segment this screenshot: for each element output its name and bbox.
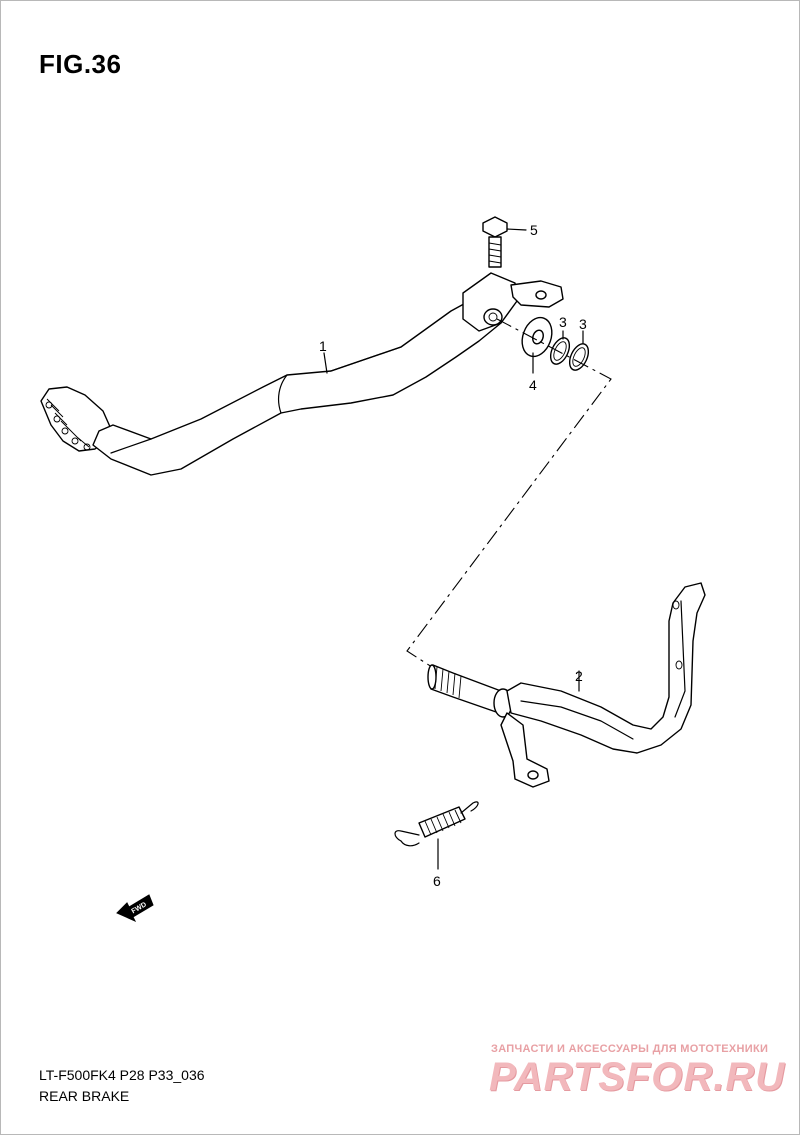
callout-6: 6 xyxy=(433,873,441,889)
watermark-tagline: ЗАПЧАСТИ И АКСЕССУАРЫ ДЛЯ МОТОТЕХНИКИ xyxy=(491,1043,769,1055)
figure-title: FIG.36 xyxy=(39,49,122,79)
callout-2: 2 xyxy=(575,668,583,684)
callout-5: 5 xyxy=(530,222,538,238)
callout-3a: 3 xyxy=(559,314,567,330)
washer-part-4[interactable] xyxy=(517,313,557,374)
footer-section-name: REAR BRAKE xyxy=(39,1088,130,1104)
callout-1: 1 xyxy=(319,338,327,354)
watermark-logo: PARTSFOR.RU xyxy=(489,1055,786,1099)
fwd-arrow-icon: FWD xyxy=(116,894,154,923)
brake-pedal-part-1[interactable] xyxy=(40,272,564,476)
callout-3b: 3 xyxy=(579,316,587,332)
return-spring-part-6[interactable] xyxy=(394,801,479,870)
brake-pedal-shaft-part-2[interactable] xyxy=(427,582,706,788)
circlip-part-3b[interactable] xyxy=(566,330,592,373)
assembly-line xyxy=(406,318,612,670)
footer-model-code: LT-F500FK4 P28 P33_036 xyxy=(39,1067,205,1083)
bolt-part-5[interactable] xyxy=(482,216,527,268)
callout-4: 4 xyxy=(529,377,537,393)
circlip-part-3a[interactable] xyxy=(547,330,573,367)
